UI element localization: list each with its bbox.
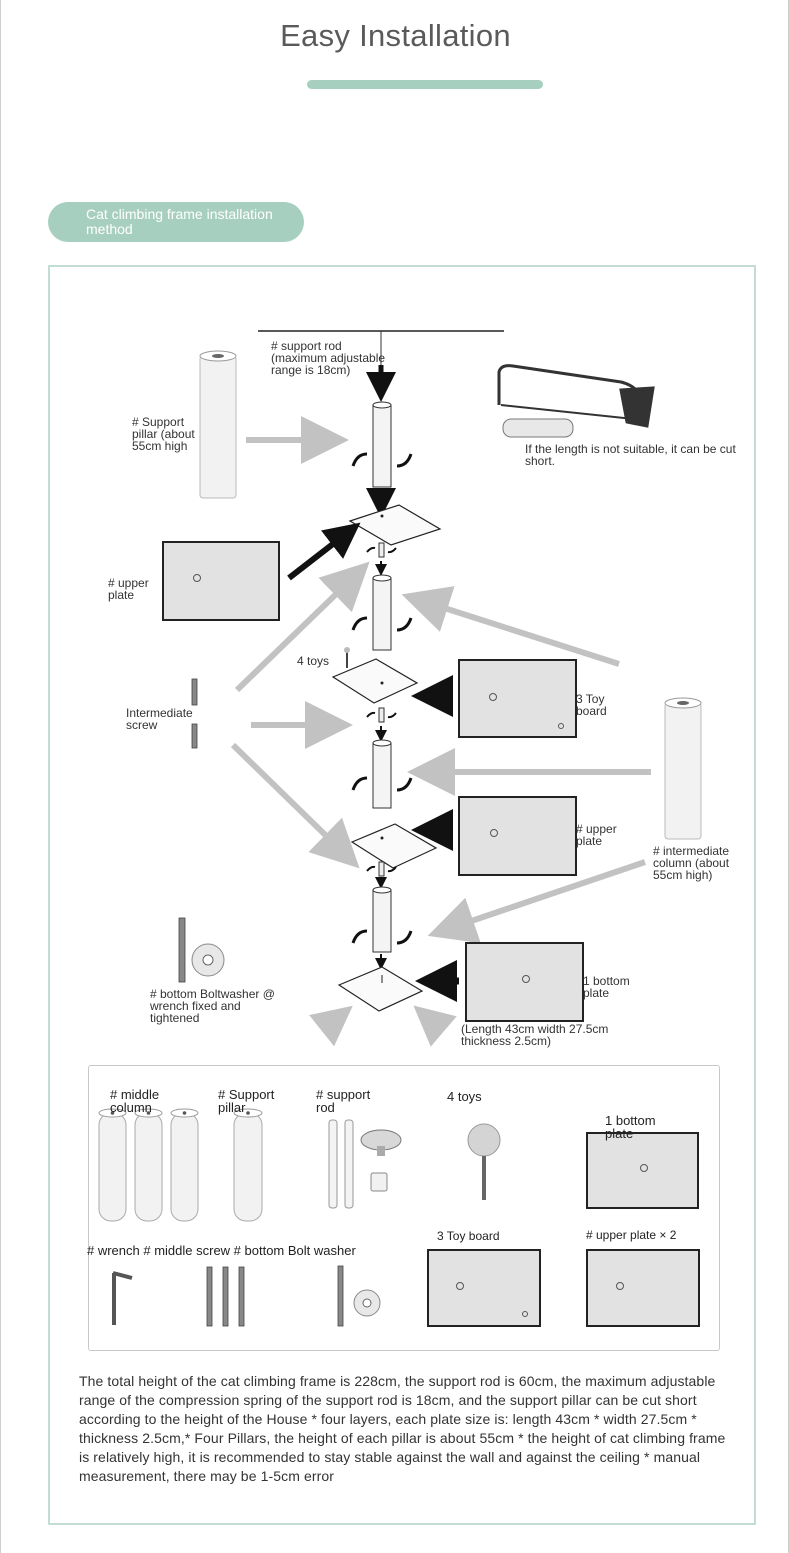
description-text: The total height of the cat climbing fra… [79, 1373, 726, 1484]
section-pill-label: Cat climbing frame installation method [86, 206, 273, 237]
label-saw-note: If the length is not suitable, it can be… [525, 442, 736, 468]
cut-pipe-icon [502, 418, 574, 438]
title-underline [307, 80, 543, 89]
support-rod-cylinder [372, 401, 392, 488]
label-dimensions: (Length 43cm width 27.5cm thickness 2.5c… [461, 1022, 609, 1048]
part-label-four-toys: 4 toys [447, 1089, 482, 1104]
label-support-rod: # support rod (maximum adjustable range … [271, 339, 386, 377]
page-title: Easy Installation [280, 18, 511, 53]
part-label-hardware-row: # wrench # middle screw # bottom Bolt wa… [87, 1243, 356, 1258]
label-intermediate-column: # intermediate column (about 55cm high) [653, 844, 730, 882]
part-label-support-pillar: # Support pillar [218, 1087, 275, 1115]
upper-plate-right [458, 796, 577, 876]
label-intermediate-screw: Intermediate screw [126, 706, 193, 732]
bottom-plate [465, 942, 584, 1022]
part-label-support-rod: # support rod [316, 1087, 371, 1115]
hacksaw-icon [497, 364, 655, 428]
bolt-washer-icon [178, 917, 225, 983]
parts-list-box [88, 1065, 720, 1351]
label-bottom-bolt: # bottom Boltwasher @ wrench fixed and t… [150, 987, 275, 1025]
part-label-upper-plate: # upper plate × 2 [586, 1228, 677, 1242]
label-bottom-plate: 1 bottom plate [583, 974, 630, 1000]
label-support-pillar: # Support pillar (about 55cm high [132, 415, 195, 453]
toy-board [458, 659, 577, 738]
label-upper-plate-right: # upper plate [576, 822, 617, 848]
part-label-middle-column: # middle column [110, 1087, 160, 1115]
intermediate-screw-icon [191, 678, 198, 749]
part-label-bottom-plate: 1 bottom plate [605, 1113, 656, 1141]
support-pillar-icon [199, 350, 237, 499]
part-label-toy-board: 3 Toy board [437, 1229, 500, 1243]
section-pill: Cat climbing frame installation method [48, 202, 304, 242]
upper-plate-left [162, 541, 280, 621]
assembly-diagram [162, 330, 702, 1047]
intermediate-column-icon [664, 697, 702, 840]
label-toy-board: 3 Toy board [576, 692, 607, 718]
label-upper-plate-left: # upper plate [108, 576, 149, 602]
instruction-frame [48, 265, 756, 1525]
label-four-toys: 4 toys [297, 654, 330, 668]
